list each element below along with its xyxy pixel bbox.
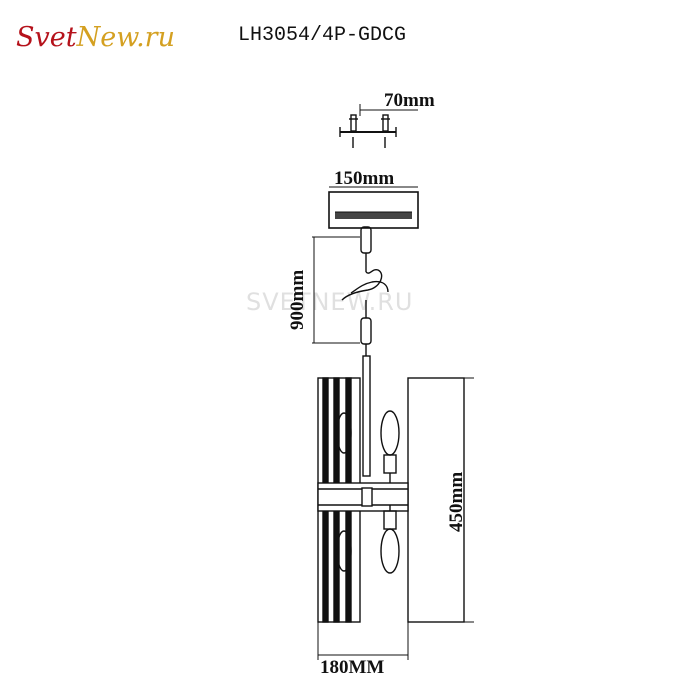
brand-logo: SvetNew.ru <box>16 22 175 53</box>
fixture-body <box>317 355 474 660</box>
canopy <box>328 186 419 229</box>
dim-canopy-width: 150mm <box>334 168 394 189</box>
dim-width: 180MM <box>320 657 384 678</box>
mounting-bracket <box>339 104 418 148</box>
model-number: LH3054/4P-GDCG <box>238 24 406 47</box>
dim-suspension-length: 900mm <box>287 270 308 330</box>
watermark: SVETNEW.RU <box>246 288 413 316</box>
suspension <box>312 226 389 356</box>
dim-canopy-mount: 70mm <box>384 90 435 111</box>
dim-height: 450mm <box>446 472 467 532</box>
